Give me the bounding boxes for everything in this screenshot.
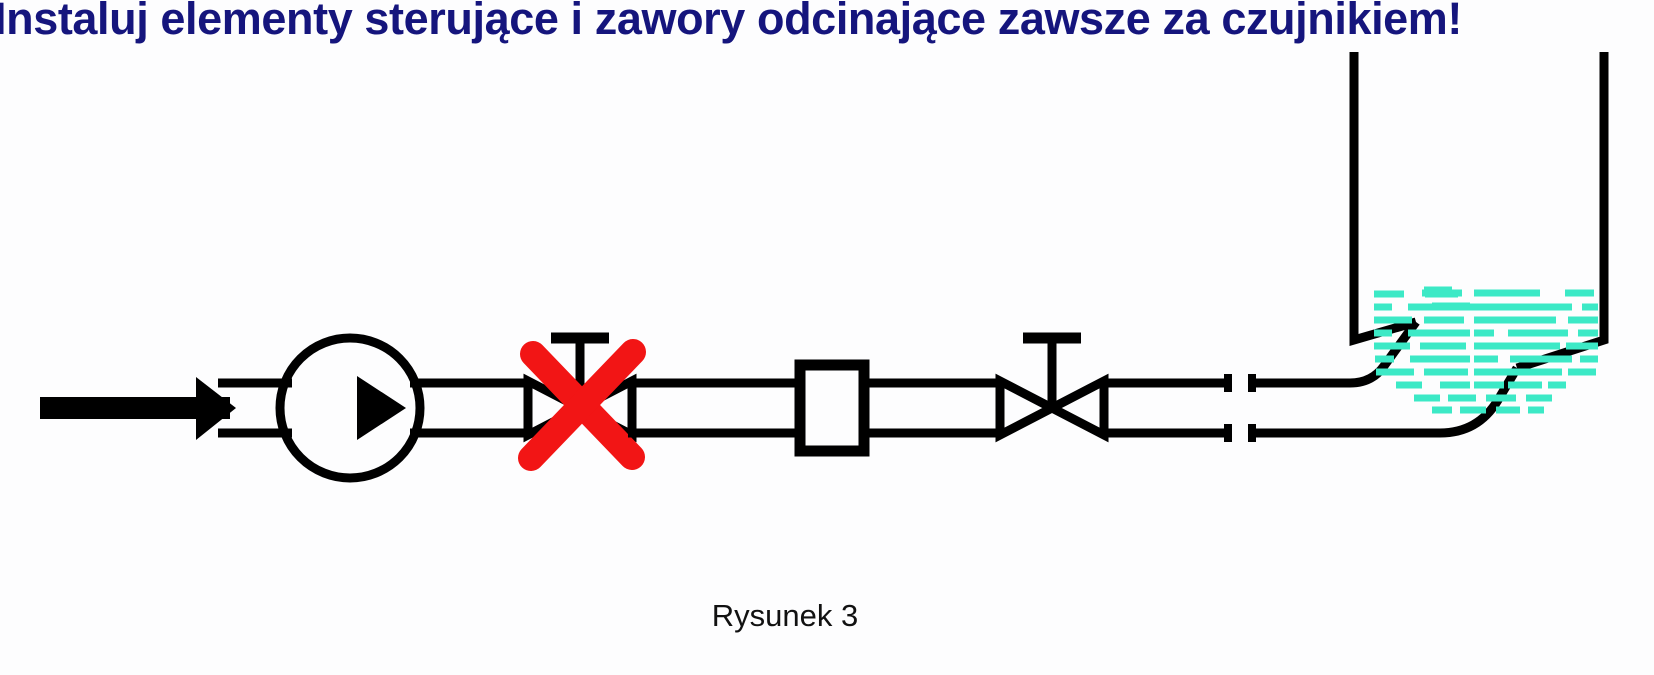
sensor-box — [794, 359, 870, 457]
process-diagram — [40, 52, 1609, 483]
forbidden-cross-mark — [518, 339, 646, 471]
page-title: Instaluj elementy sterujące i zawory odc… — [0, 0, 1462, 44]
pipe-union-to-tank — [1252, 319, 1521, 438]
title-banner: Instaluj elementy sterujące i zawory odc… — [0, 0, 1654, 52]
pump-symbol — [275, 333, 425, 483]
tank-liquid-fill — [1374, 286, 1598, 414]
pipe-pump-to-valve-1 — [410, 378, 528, 438]
pipe-valve2-to-union — [1100, 378, 1228, 438]
pipe-inlet-to-pump — [218, 378, 292, 438]
valve-downstream-symbol — [995, 332, 1109, 443]
figure-caption: Rysunek 3 — [711, 598, 859, 633]
pipe-sensor-to-valve2 — [862, 378, 1000, 438]
pipe-valve1-to-sensor — [628, 378, 800, 438]
pipe-union-break — [1224, 374, 1256, 442]
inlet-arrow — [40, 377, 236, 440]
